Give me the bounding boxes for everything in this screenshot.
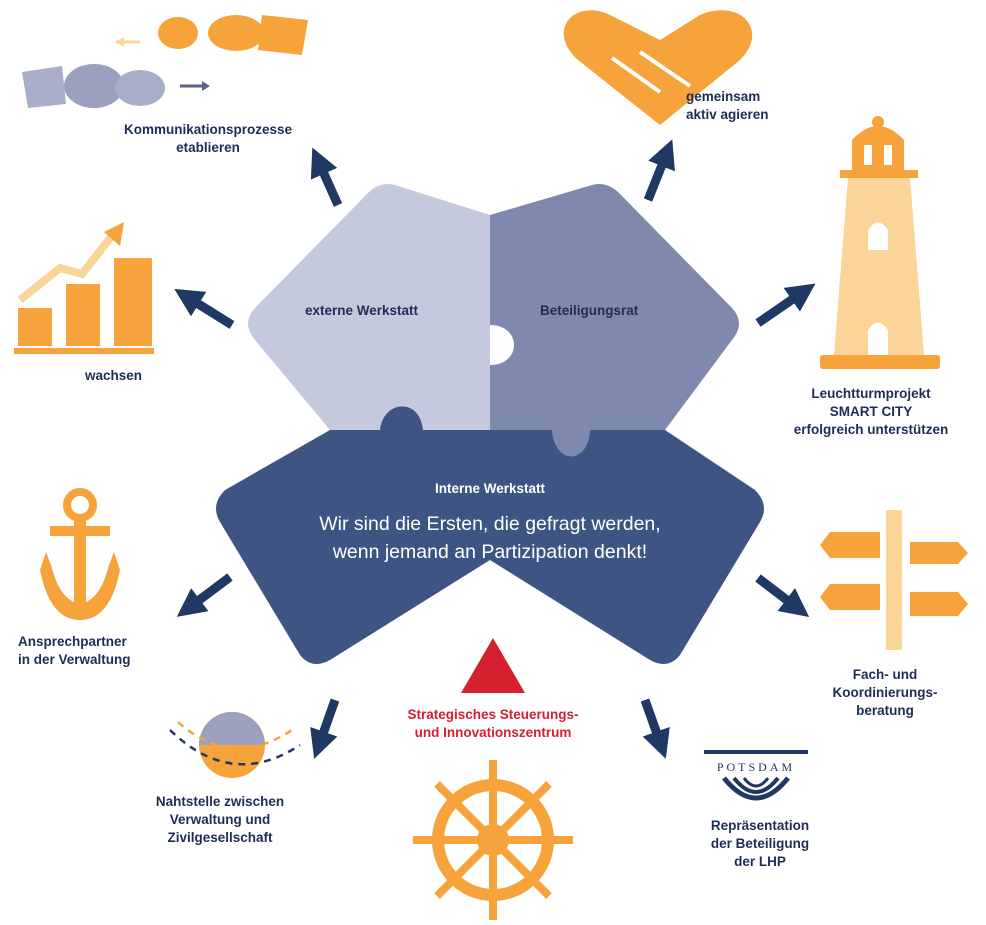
label-gemeinsam: gemeinsam aktiv agieren xyxy=(686,89,769,122)
puzzle-piece-externe-werkstatt xyxy=(248,184,490,430)
potsdam-logo-icon: POTSDAM xyxy=(704,750,808,801)
potsdam-logo-text: POTSDAM xyxy=(717,760,795,774)
arrow-kommunikation xyxy=(310,147,343,207)
red-triangle-icon xyxy=(461,638,525,693)
label-leuchtturm: Leuchtturmprojekt SMART CITY erfolgreich… xyxy=(793,386,949,437)
heart-handshake-icon xyxy=(563,10,753,125)
arrow-wachsen xyxy=(174,288,235,329)
label-kommunikation: Kommunikationsprozesse etablieren xyxy=(123,122,293,155)
label-steuerungszentrum-1: Strategisches Steuerungs- xyxy=(407,707,579,722)
label-fach: Fach- und Koordinierungs- beratung xyxy=(832,667,938,718)
slogan-line-1: Wir sind die Ersten, die gefragt werden, xyxy=(319,513,661,535)
speech-bubbles-icon xyxy=(22,15,308,108)
arrows xyxy=(174,139,816,759)
arrow-ansprechpartner xyxy=(176,573,233,617)
arrow-fach xyxy=(755,574,810,617)
arrow-leuchtturm xyxy=(755,283,816,327)
ship-wheel-icon xyxy=(413,760,573,920)
growth-chart-icon xyxy=(14,222,154,354)
arrow-repraesentation xyxy=(640,698,670,759)
arrow-gemeinsam xyxy=(643,139,675,202)
label-steuerungszentrum-2: und Innovationszentrum xyxy=(414,725,572,740)
label-interne-werkstatt: Interne Werkstatt xyxy=(434,481,546,496)
label-wachsen: wachsen xyxy=(85,368,143,383)
label-ansprechpartner: Ansprechpartner in der Verwaltung xyxy=(18,634,131,667)
label-repraesentation: Repräsentation der Beteiligung der LHP xyxy=(710,818,810,869)
label-beteiligungsrat: Beteiligungsrat xyxy=(540,303,639,318)
arrow-nahtstelle xyxy=(310,698,340,759)
lighthouse-icon xyxy=(820,116,940,369)
puzzle-piece-interne-werkstatt xyxy=(216,406,764,664)
globe-icon xyxy=(169,712,301,778)
label-externe-werkstatt: externe Werkstatt xyxy=(305,303,419,318)
puzzle-piece-beteiligungsrat xyxy=(490,184,739,457)
label-nahtstelle: Nahtstelle zwischen Verwaltung und Zivil… xyxy=(155,794,285,845)
anchor-icon xyxy=(40,488,120,620)
slogan-line-2: wenn jemand an Partizipation denkt! xyxy=(332,541,648,563)
signpost-icon xyxy=(820,510,968,650)
